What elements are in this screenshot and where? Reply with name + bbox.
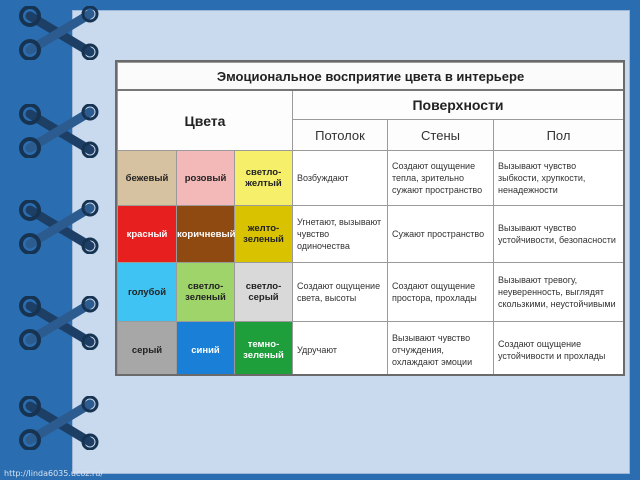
color-swatch: желто-зеленый [234, 205, 293, 263]
floor-effect: Создают ощущение устойчивости и прохлады [492, 321, 623, 374]
color-swatch: бежевый [117, 150, 177, 206]
table-row: бежевый розовый светло-желтый Возбуждают… [117, 150, 623, 206]
surface-header-walls: Стены [387, 119, 494, 151]
lace-icon [18, 200, 102, 254]
color-swatch: светло-зеленый [176, 262, 235, 322]
floor-effect: Вызывают чувство устойчивости, безопасно… [492, 205, 623, 263]
floor-effect: Вызывают тревогу, неуверенность, выглядя… [492, 262, 623, 322]
surface-header-floor: Пол [492, 119, 623, 151]
table-row: серый синий темно-зеленый Удручают Вызыв… [117, 321, 623, 374]
table-row: красный коричневый желто-зеленый Угнетаю… [117, 205, 623, 263]
color-swatch: синий [176, 321, 235, 374]
surfaces-header: Поверхности [291, 89, 623, 120]
table-row: голубой светло-зеленый светло-серый Созд… [117, 262, 623, 322]
ceiling-effect: Создают ощущение света, высоты [292, 262, 388, 322]
colors-header: Цвета [117, 89, 293, 151]
ceiling-effect: Возбуждают [292, 150, 388, 206]
color-swatch: светло-серый [234, 262, 293, 322]
walls-effect: Создают ощущение тепла, зрительно сужают… [387, 150, 494, 206]
ceiling-effect: Угнетают, вызывают чувство одиночества [292, 205, 388, 263]
ceiling-effect: Удручают [292, 321, 388, 374]
walls-effect: Вызывают чувство отчуждения, охлаждают э… [387, 321, 494, 374]
surface-header-ceiling: Потолок [292, 119, 388, 151]
watermark: http://linda6035.ucoz.ru/ [4, 469, 104, 478]
color-perception-table: Эмоциональное восприятие цвета в интерье… [117, 62, 623, 374]
walls-effect: Создают ощущение простора, прохлады [387, 262, 494, 322]
table-title: Эмоциональное восприятие цвета в интерье… [117, 62, 623, 91]
color-swatch: красный [117, 205, 177, 263]
color-swatch: розовый [176, 150, 235, 206]
floor-effect: Вызывают чувство зыбкости, хрупкости, не… [492, 150, 623, 206]
color-swatch: серый [117, 321, 177, 374]
lace-icon [18, 104, 102, 158]
walls-effect: Сужают пространство [387, 205, 494, 263]
lace-icon [18, 396, 102, 450]
color-swatch: голубой [117, 262, 177, 322]
lace-icon [18, 296, 102, 350]
lace-icon [18, 6, 102, 60]
color-swatch: светло-желтый [234, 150, 293, 206]
color-swatch: коричневый [176, 205, 235, 263]
color-perception-table-card: Эмоциональное восприятие цвета в интерье… [117, 62, 623, 374]
color-swatch: темно-зеленый [234, 321, 293, 374]
